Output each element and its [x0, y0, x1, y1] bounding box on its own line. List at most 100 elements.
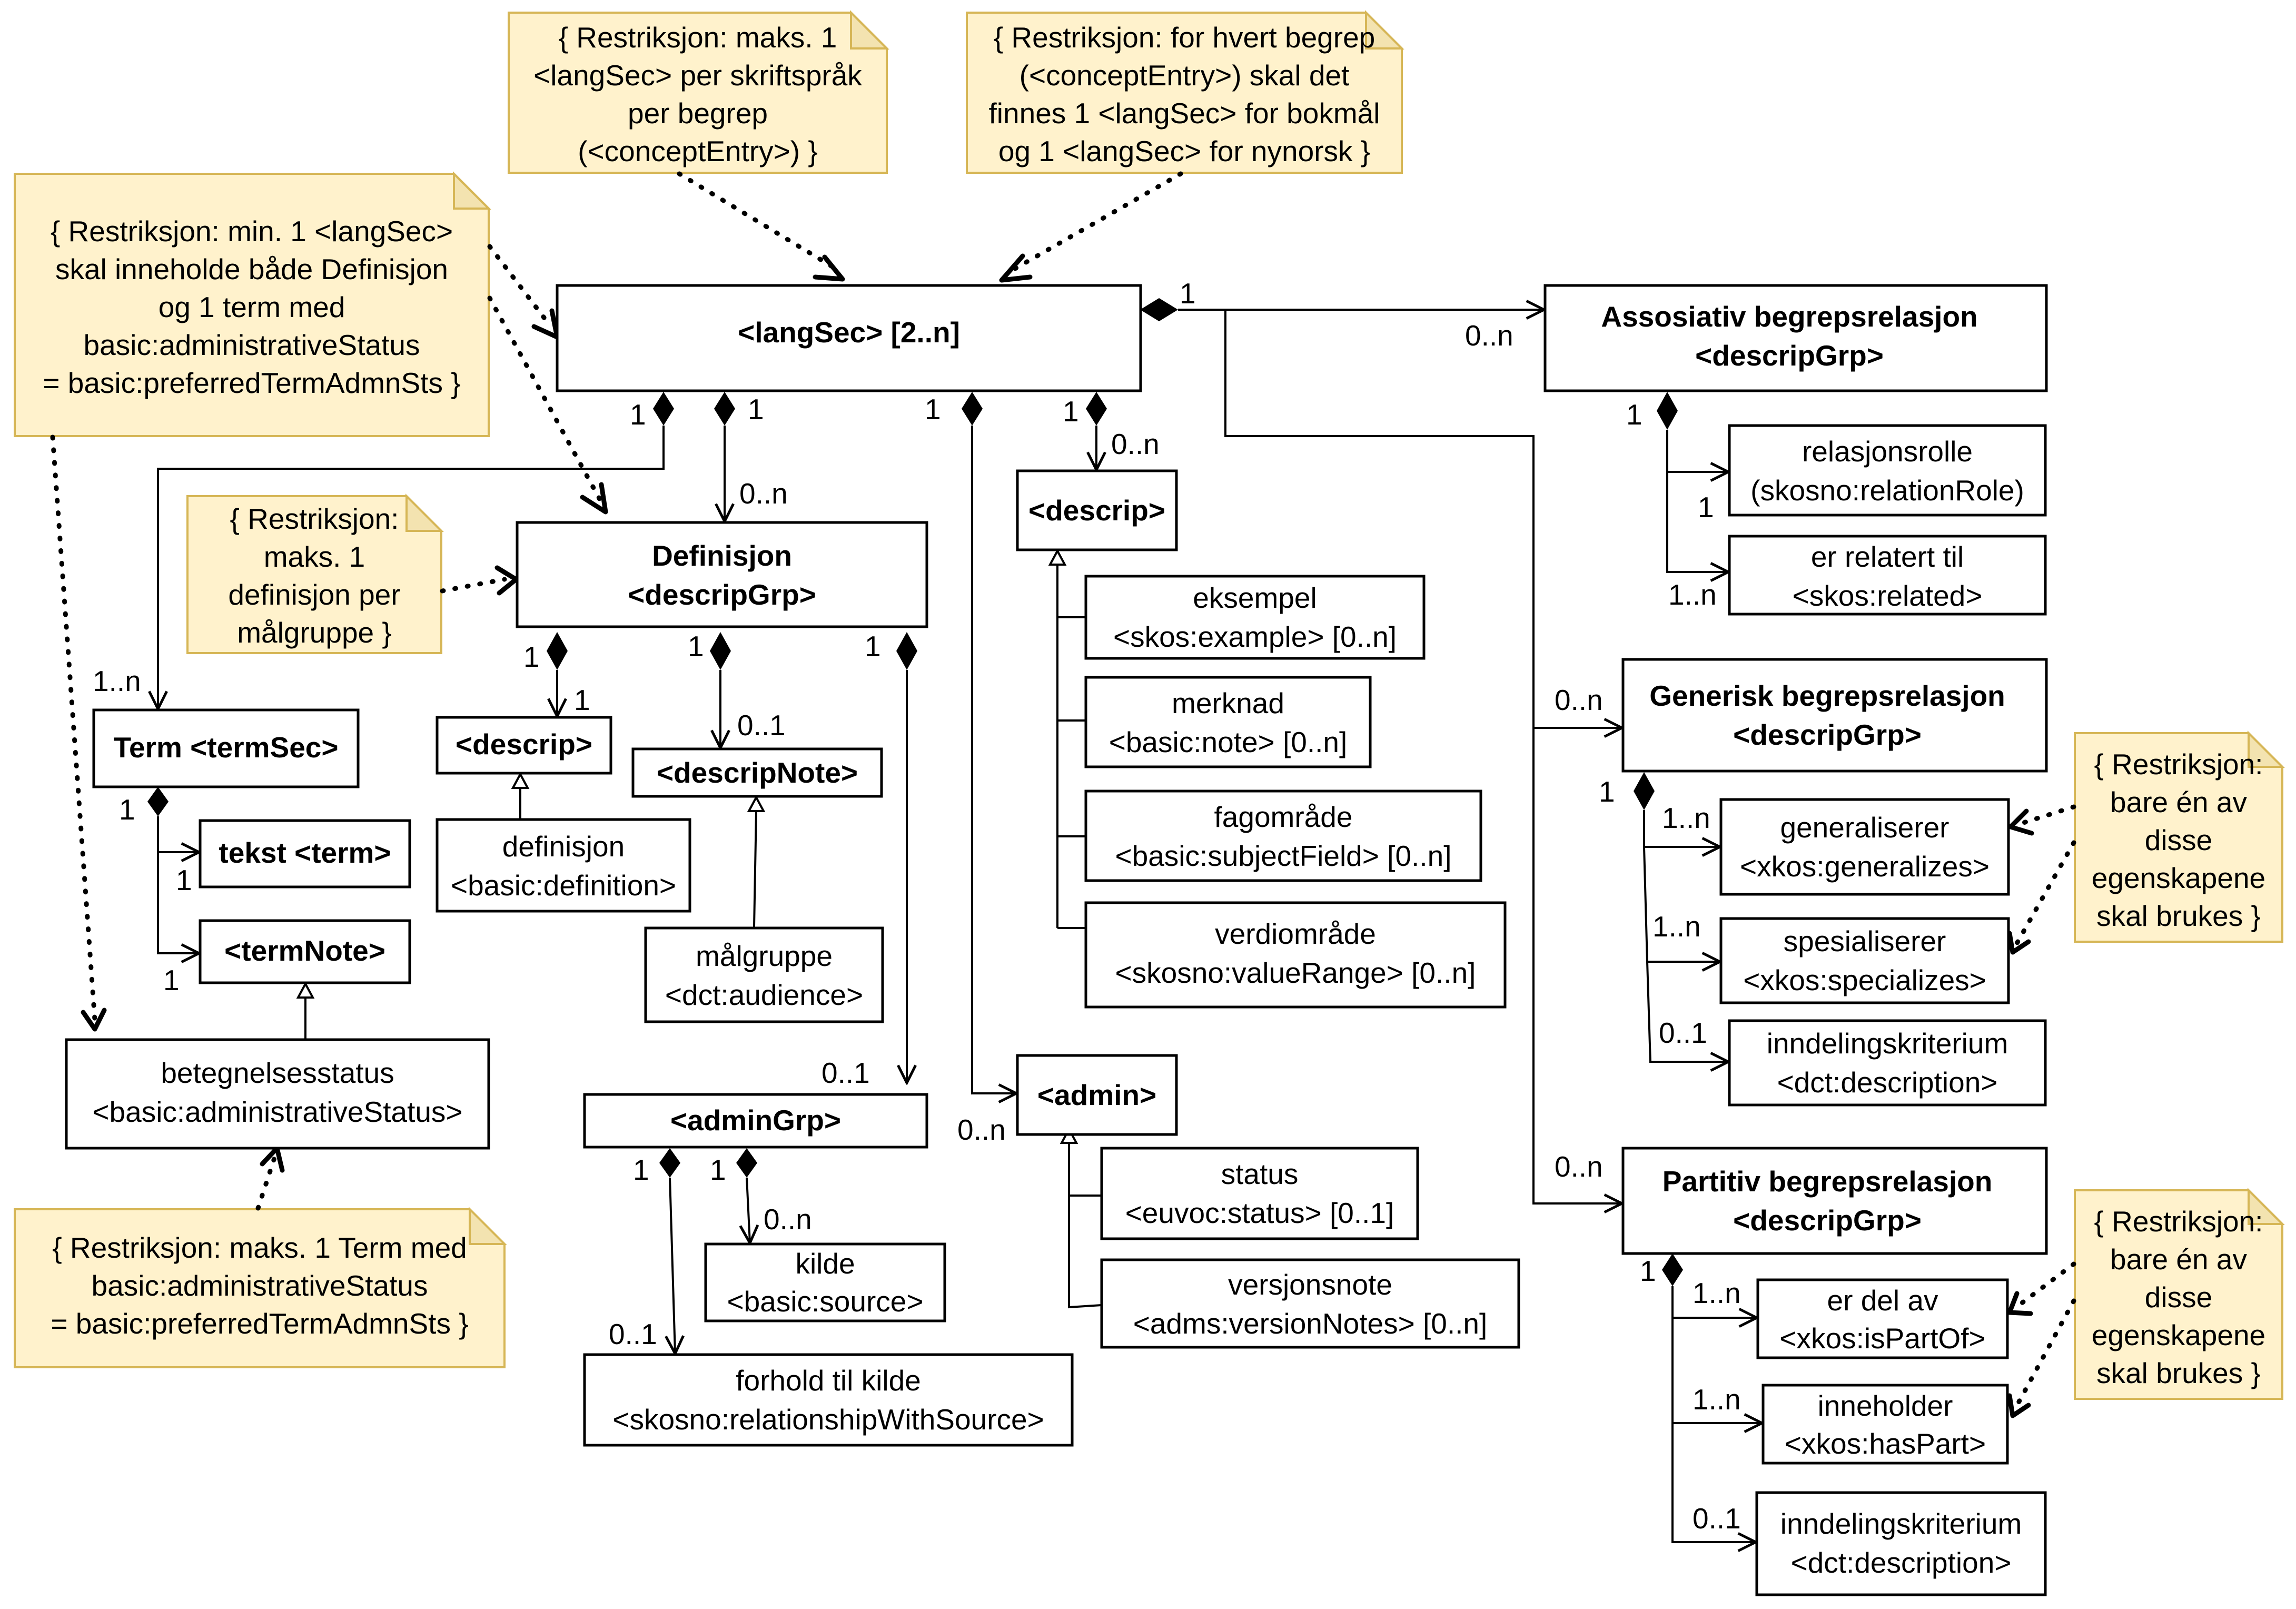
class-version-note[interactable]: versjonsnote <adms:versionNotes> [0..n] [1100, 1258, 1520, 1349]
class-label: Assosiativ begrepsrelasjon [1601, 300, 1977, 333]
multiplicity-label: 1 [1640, 1255, 1656, 1287]
multiplicity-label: 1 [925, 393, 941, 426]
class-source[interactable]: kilde <basic:source> [704, 1242, 946, 1322]
class-assoc-relation[interactable]: Assosiativ begrepsrelasjon <descripGrp> [1543, 284, 2048, 392]
note-text-line: og 1 term med [159, 291, 345, 323]
multiplicity-label: 0..1 [737, 709, 786, 742]
class-admin-status[interactable]: betegnelsesstatus <basic:administrativeS… [65, 1038, 490, 1150]
class-status[interactable]: status <euvoc:status> [0..1] [1100, 1147, 1419, 1240]
class-relation-role[interactable]: relasjonsrolle (skosno:relationRole) [1728, 424, 2047, 517]
note-text-line: skal brukes } [2096, 900, 2261, 932]
multiplicity-label: 1..n [93, 665, 141, 697]
class-label: <basic:administrativeStatus> [92, 1095, 462, 1128]
note-text-line: = basic:preferredTermAdmnSts } [43, 367, 460, 399]
multiplicity-label: 0..1 [609, 1318, 657, 1350]
multiplicity-label: 0..n [1555, 684, 1603, 716]
class-term-text[interactable]: tekst <term> [199, 819, 411, 889]
class-specializes[interactable]: spesialiserer <xkos:specializes> [1719, 917, 2010, 1004]
edge-admin-status [1068, 1142, 1101, 1197]
class-subject-field[interactable]: fagområde <basic:subjectField> [0..n] [1084, 789, 1482, 882]
multiplicity-label: 0..n [764, 1203, 812, 1236]
multiplicity-label: 0..n [739, 477, 788, 510]
class-label: <descripNote> [657, 756, 858, 789]
class-definition-text[interactable]: definisjon <basic:definition> [436, 818, 691, 913]
class-admin-grp[interactable]: <adminGrp> [583, 1093, 928, 1149]
class-generic-relation[interactable]: Generisk begrepsrelasjon <descripGrp> [1621, 658, 2048, 773]
note-text-line: <langSec> per skriftspråk [533, 59, 862, 92]
multiplicity-label: 0..1 [1693, 1502, 1741, 1535]
class-label: <basic:subjectField> [0..n] [1115, 840, 1452, 872]
class-label: <xkos:specializes> [1743, 964, 1986, 996]
class-langsec[interactable]: <langSec> [2..n] [556, 284, 1142, 392]
class-partitive-relation[interactable]: Partitiv begrepsrelasjon <descripGrp> [1621, 1147, 2048, 1255]
class-has-part[interactable]: inneholder <xkos:hasPart> [1761, 1384, 2009, 1465]
diamond-term [147, 787, 169, 816]
class-value-range[interactable]: verdiområde <skosno:valueRange> [0..n] [1084, 901, 1507, 1009]
class-admin[interactable]: <admin> [1016, 1054, 1178, 1136]
edge-admingrp-source [747, 1177, 750, 1243]
class-label: <langSec> [2..n] [738, 316, 960, 349]
class-definition[interactable]: Definisjon <descripGrp> [516, 521, 928, 628]
class-label: merknad [1172, 687, 1284, 719]
diamond-langsec-admin [962, 392, 983, 426]
multiplicity-label: 0..1 [1659, 1016, 1707, 1049]
multiplicity-label: 1..n [1693, 1383, 1741, 1416]
note-text-line: { Restriksjon: [2094, 1205, 2263, 1238]
multiplicity-label: 1 [1698, 491, 1714, 524]
note-one-term-preferred: { Restriksjon: maks. 1 Term med basic:ad… [14, 1207, 507, 1368]
multiplicity-label: 1 [1599, 775, 1615, 808]
note-link-partitive-haspart [2012, 1298, 2076, 1412]
note-text-line: { Restriksjon: [230, 502, 399, 535]
class-is-part-of[interactable]: er del av <xkos:isPartOf> [1756, 1278, 2009, 1359]
note-link-min-status [50, 435, 97, 1022]
diamond-langsec-term [653, 392, 674, 426]
diamond-admingrp-rel [659, 1148, 680, 1178]
note-text-line: { Restriksjon: maks. 1 Term med [52, 1231, 467, 1264]
note-text-line: maks. 1 [264, 540, 365, 573]
class-audience[interactable]: målgruppe <dct:audience> [644, 926, 884, 1023]
class-label: <dct:audience> [665, 979, 863, 1011]
class-generalizes[interactable]: generaliserer <xkos:generalizes> [1719, 798, 2010, 896]
note-text-line: skal brukes } [2096, 1357, 2261, 1389]
class-descrip-note[interactable]: <descripNote> [631, 747, 883, 798]
class-related[interactable]: er relatert til <skos:related> [1728, 535, 2047, 616]
class-label: målgruppe [696, 940, 833, 972]
note-link-head [531, 308, 560, 340]
class-note[interactable]: merknad <basic:note> [0..n] [1084, 676, 1372, 768]
class-example[interactable]: eksempel <skos:example> [0..n] [1084, 575, 1426, 660]
class-label: <xkos:generalizes> [1740, 850, 1990, 883]
multiplicity-label: 1 [1626, 398, 1642, 431]
edge-assoc-role [1666, 430, 1728, 472]
class-label: <descripGrp> [1695, 339, 1884, 372]
note-text-line: { Restriksjon: maks. 1 [559, 21, 837, 54]
class-label: versjonsnote [1228, 1268, 1392, 1301]
triangle-descripnote [747, 795, 766, 812]
class-def-descrip[interactable]: <descrip> [436, 716, 612, 775]
multiplicity-label: 1 [176, 864, 192, 896]
note-text-line: finnes 1 <langSec> for bokmål [989, 97, 1380, 130]
class-term[interactable]: Term <termSec> [92, 708, 360, 788]
note-link-head [81, 1008, 107, 1032]
class-label: er del av [1827, 1284, 1938, 1317]
class-generic-criterion[interactable]: inndelingskriterium <dct:description> [1728, 1019, 2047, 1107]
class-label: <adms:versionNotes> [0..n] [1133, 1307, 1488, 1340]
edge-term-text [157, 816, 199, 852]
note-text-line: bare én av [2110, 786, 2247, 818]
edge-langsec-generic [1224, 310, 1622, 728]
class-label: inneholder [1818, 1389, 1953, 1422]
edge-admingrp-relation [670, 1177, 675, 1354]
note-link-min-def [487, 295, 603, 503]
note-text-line: og 1 <langSec> for nynorsk } [998, 135, 1370, 167]
multiplicity-label: 1 [163, 964, 180, 996]
class-descrip[interactable]: <descrip> [1016, 469, 1178, 551]
multiplicity-label: 1 [1180, 277, 1196, 310]
class-label: (skosno:relationRole) [1750, 474, 2024, 507]
note-langsec-per-script: { Restriksjon: maks. 1 <langSec> per skr… [508, 10, 889, 174]
class-partitive-criterion[interactable]: inndelingskriterium <dct:description> [1755, 1491, 2047, 1596]
note-link-head [813, 254, 845, 282]
note-link-min-langsec [487, 244, 553, 329]
class-term-note[interactable]: <termNote> [199, 919, 411, 984]
class-source-relation[interactable]: forhold til kilde <skosno:relationshipWi… [583, 1353, 1074, 1447]
class-label: <skos:example> [0..n] [1113, 620, 1397, 653]
diamond-assoc [1657, 392, 1678, 430]
